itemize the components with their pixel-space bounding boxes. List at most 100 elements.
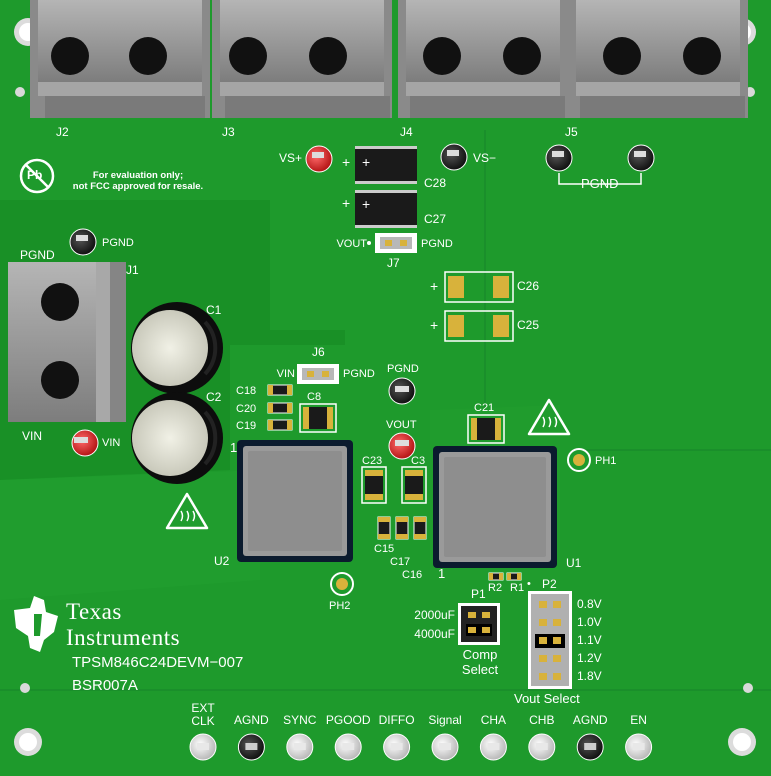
p2-pin-rows <box>535 601 565 680</box>
plus-c28-body: + <box>362 154 371 170</box>
terminal-block-j1[interactable] <box>8 262 126 422</box>
testpoint-cha[interactable] <box>479 733 507 761</box>
testpoint-ph1[interactable] <box>567 448 591 472</box>
capacitor-c27 <box>355 190 417 228</box>
capacitor-c8 <box>299 403 337 433</box>
testpoint-pgnd-j1[interactable] <box>69 228 97 256</box>
testpoint-vout-mid[interactable] <box>388 432 416 460</box>
vout-option-0-8v: 0.8V <box>577 597 602 611</box>
label-j6: J6 <box>312 345 325 359</box>
testpoint-vs-plus[interactable] <box>305 145 333 173</box>
label-pgnd-mid: PGND <box>387 363 419 375</box>
label-ph1: PH1 <box>595 455 617 467</box>
bottom-pin-label: EN <box>630 713 647 727</box>
terminal-block-j2[interactable] <box>30 0 210 118</box>
testpoint-diffo[interactable] <box>383 733 411 761</box>
label-p2: P2 <box>542 577 557 591</box>
ti-logo-detail <box>34 614 42 636</box>
testpoint-vin[interactable] <box>71 429 99 457</box>
label-c17: C17 <box>390 556 411 568</box>
label-p1: P1 <box>471 587 486 601</box>
p2-pin <box>553 637 561 644</box>
label-c1: C1 <box>206 303 222 317</box>
pin1-dot <box>367 241 371 245</box>
testpoint-agnd[interactable] <box>237 733 265 761</box>
capacitor-c26 <box>444 271 514 303</box>
terminal-block-j5[interactable] <box>568 0 748 118</box>
testpoint-pgnd-a[interactable] <box>545 144 573 172</box>
testpoint-chb[interactable] <box>528 733 556 761</box>
testpoint-vs-minus[interactable] <box>440 143 468 171</box>
fcc-notice-line1: For evaluation only; <box>92 170 184 181</box>
testpoint-pgnd-mid[interactable] <box>388 377 416 405</box>
copper-pour <box>0 470 260 600</box>
label-r1: R1 <box>510 582 525 594</box>
label-c19: C19 <box>236 420 257 432</box>
label-pgnd-j1: PGND <box>102 237 134 249</box>
bottom-pin-label: PGOOD <box>325 713 371 727</box>
capacitor-c21 <box>467 414 505 444</box>
via <box>15 87 25 97</box>
bottom-testpoints <box>189 733 653 761</box>
testpoint-en[interactable] <box>625 733 653 761</box>
comp-select-title-2: Select <box>461 662 499 677</box>
lead-free-icon <box>19 158 55 194</box>
capacitor-c18 <box>267 384 293 396</box>
p2-pin <box>539 655 547 662</box>
comp-select-title-1: Comp <box>462 647 498 662</box>
capacitor-c28 <box>355 146 417 184</box>
jumper-p1[interactable] <box>458 603 500 645</box>
label-c23: C23 <box>362 455 383 467</box>
board-id: BSR007A <box>72 677 138 694</box>
testpoint-agnd[interactable] <box>576 733 604 761</box>
label-j7-pgnd: PGND <box>421 238 453 250</box>
label-c16: C16 <box>402 569 423 581</box>
terminal-block-j4[interactable] <box>398 0 568 118</box>
via <box>20 683 30 693</box>
header-j6[interactable] <box>297 364 339 384</box>
label-j6-vin: VIN <box>276 368 295 380</box>
testpoint-pgood[interactable] <box>334 733 362 761</box>
label-u1: U1 <box>566 556 582 570</box>
terminal-block-j3[interactable] <box>212 0 392 118</box>
capacitor-c23 <box>361 466 387 504</box>
testpoint-ext-clk[interactable] <box>189 733 217 761</box>
electrolytic-capacitor-c2 <box>131 392 223 484</box>
bottom-pin-label: Signal <box>428 713 462 727</box>
label-j1: J1 <box>126 263 139 277</box>
vout-select-title: Vout Select <box>514 691 580 706</box>
plus-c27: + <box>342 195 351 211</box>
plus-c28: + <box>342 154 351 170</box>
testpoint-signal[interactable] <box>431 733 459 761</box>
power-module-u1 <box>433 446 557 568</box>
ti-logo-texas: Texas <box>66 599 122 624</box>
testpoint-ph2[interactable] <box>330 572 354 596</box>
p2-pin <box>539 601 547 608</box>
p2-pin <box>539 619 547 626</box>
label-vin: VIN <box>102 437 121 449</box>
label-pgnd-top: PGND <box>581 176 619 191</box>
comp-option-2000uf: 2000uF <box>414 608 455 622</box>
label-c3: C3 <box>411 455 426 467</box>
p2-pin <box>553 673 561 680</box>
pin1-u2: 1 <box>230 440 238 455</box>
label-c8: C8 <box>307 391 322 403</box>
label-vin-left: VIN <box>22 429 43 443</box>
pin1-u1: 1 <box>438 566 446 581</box>
capacitor-c17 <box>395 516 409 540</box>
label-j3: J3 <box>222 125 235 139</box>
label-vs-plus: VS+ <box>278 151 302 165</box>
header-j7[interactable] <box>375 233 417 253</box>
testpoint-pgnd-b[interactable] <box>627 144 655 172</box>
label-c27: C27 <box>424 212 447 226</box>
label-c21: C21 <box>474 402 495 414</box>
label-c15: C15 <box>374 543 395 555</box>
label-j5: J5 <box>565 125 578 139</box>
plus-c26: + <box>430 278 439 294</box>
testpoint-sync[interactable] <box>286 733 314 761</box>
resistor-r2 <box>488 572 504 581</box>
capacitor-c3 <box>401 466 427 504</box>
plus-c25: + <box>430 317 439 333</box>
plus-c27-body: + <box>362 196 371 212</box>
